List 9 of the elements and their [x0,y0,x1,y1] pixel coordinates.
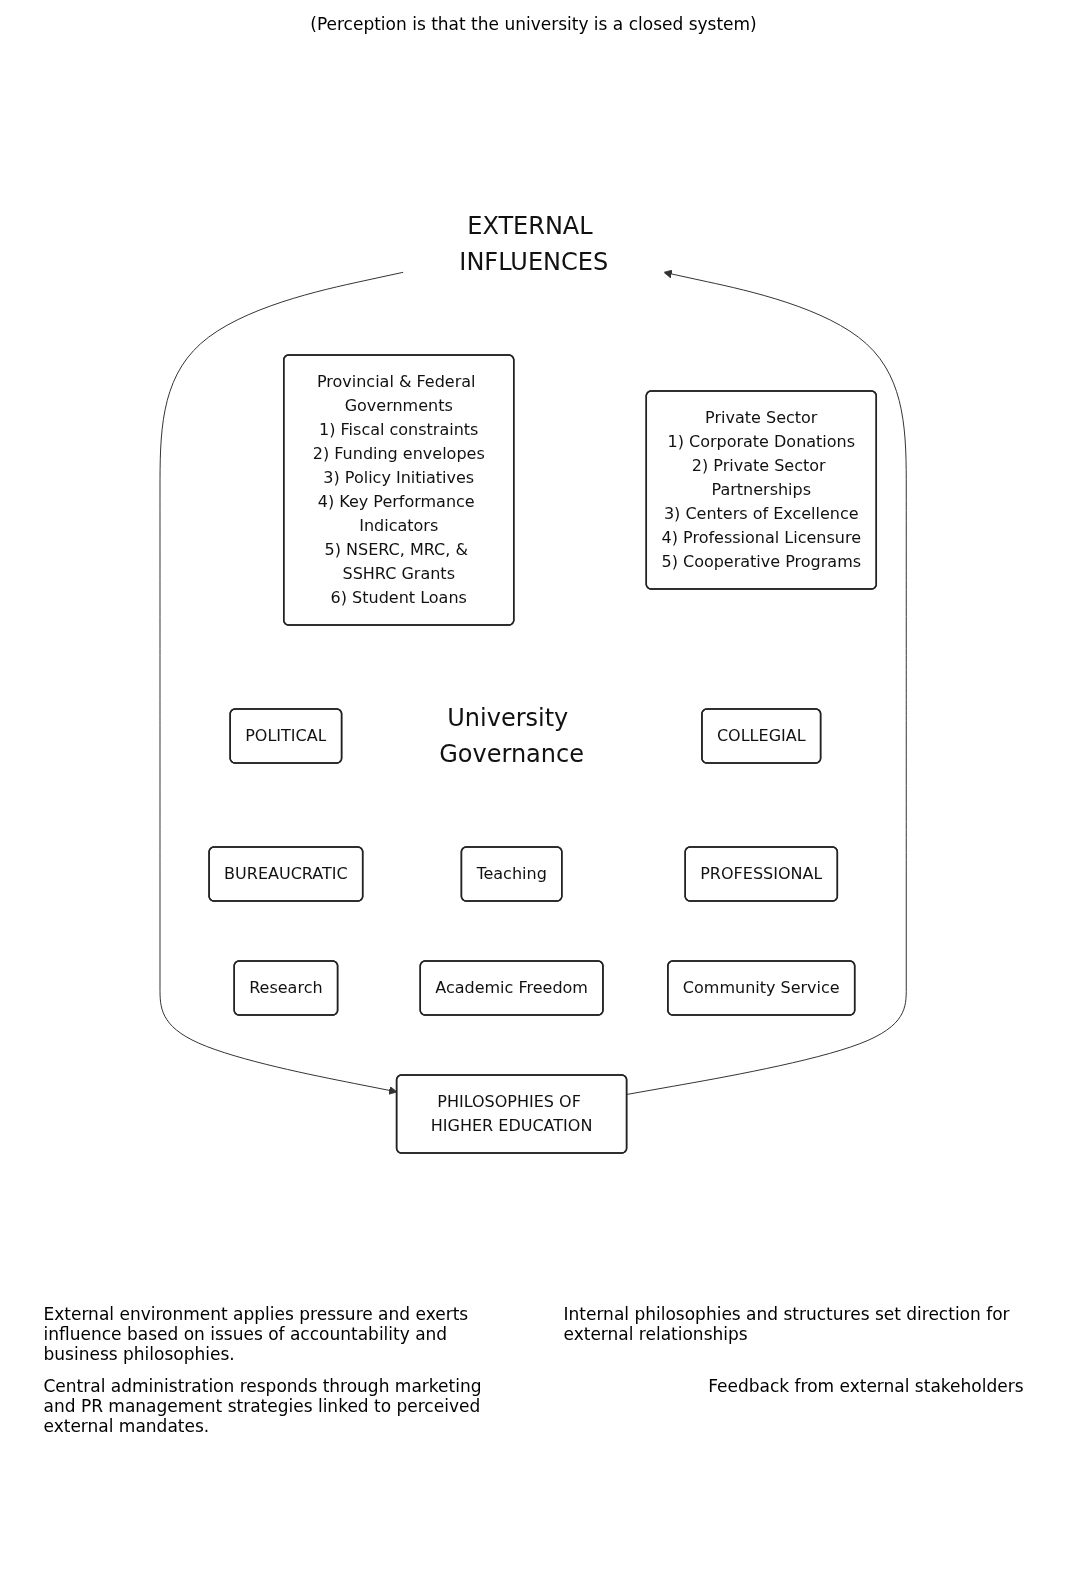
note-text: External environment applies pressure and exerts influence based on issues of accountability and business philosophies. [43,1304,470,1364]
note-text: Internal philosophies and structures set direction for external relationships [563,1304,1011,1346]
note-text: (Perception is that the university is a closed system) [310,14,757,34]
note-text: Central administration responds through marketing and PR management strategies linked to perceived external mandates. [43,1376,483,1436]
node-text: University Governance [439,704,585,768]
arrow [626,269,908,1095]
note-text: Feedback from external stakeholders [708,1376,1024,1398]
node-text: EXTERNAL INFLUENCES [459,212,609,276]
arrow [159,271,405,1095]
